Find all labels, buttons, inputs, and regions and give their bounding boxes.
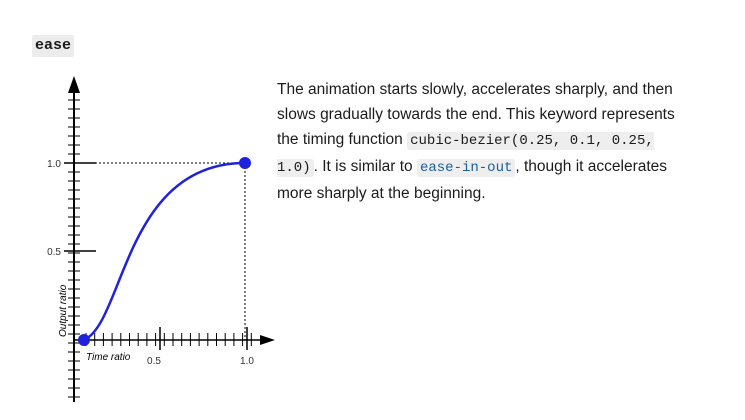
- end-point: [239, 157, 251, 169]
- x-tick-label-05: 0.5: [147, 356, 161, 367]
- start-point: [78, 334, 90, 346]
- description-paragraph: The animation starts slowly, accelerates…: [277, 77, 697, 206]
- description-text-3: , though it accelerates more sharply at …: [277, 158, 668, 202]
- y-axis-arrow: [68, 76, 80, 93]
- x-tick-label-1: 1.0: [240, 356, 254, 367]
- x-axis-label: Time ratio: [86, 352, 131, 363]
- y-axis-label: Output ratio: [58, 284, 69, 337]
- y-axis-ticks: [68, 99, 80, 398]
- keyword-label: ease: [32, 35, 75, 57]
- easing-curve: [83, 161, 246, 342]
- ease-in-out-link[interactable]: ease-in-out: [416, 158, 516, 177]
- description-text-1: The animation starts slowly, accelerates…: [277, 81, 675, 148]
- description-text-2: . It is similar to: [313, 158, 417, 175]
- x-axis-ticks: [85, 333, 252, 346]
- y-tick-label-1: 1.0: [47, 159, 61, 170]
- timing-function-graph: 1.0 0.5 0.5 1.0 Output ratio Time ratio: [47, 76, 275, 402]
- x-axis-arrow: [260, 335, 275, 345]
- y-tick-label-05: 0.5: [47, 247, 61, 258]
- ease-in-out-code: ease-in-out: [416, 159, 516, 177]
